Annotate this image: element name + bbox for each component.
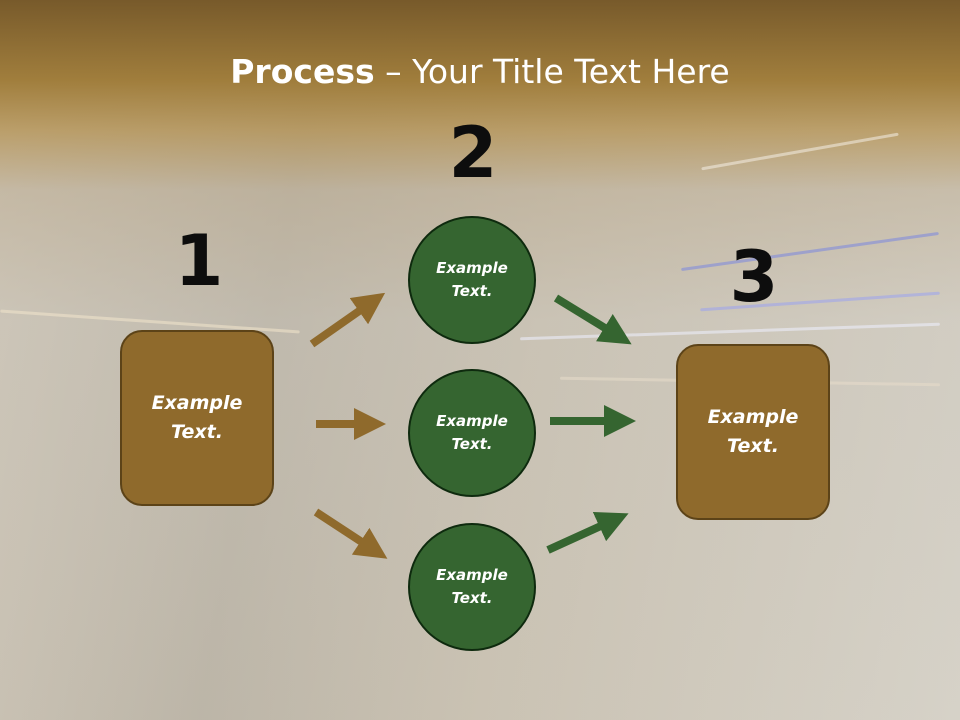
title-rest: – Your Title Text Here [374, 52, 730, 91]
slide-title: Process – Your Title Text Here [0, 52, 960, 91]
step2-circle-middle: Example Text. [408, 369, 536, 497]
step1-box-text: Example Text. [151, 392, 243, 443]
arrow-circle-top-to-box3 [553, 294, 632, 345]
step3-box: Example Text. [676, 344, 830, 520]
arrow-box1-to-circle-bottom [313, 508, 388, 559]
arrow-circle-bottom-to-box3 [546, 512, 629, 554]
step2-circle-top-text: Example Text. [436, 259, 508, 300]
title-bold: Process [230, 52, 375, 91]
step2-circle-top: Example Text. [408, 216, 536, 344]
step3-box-text: Example Text. [707, 406, 799, 457]
step2-circle-bottom: Example Text. [408, 523, 536, 651]
step2-circle-middle-text: Example Text. [436, 412, 508, 453]
step-number-3: 3 [729, 236, 779, 318]
step2-circle-bottom-text: Example Text. [436, 566, 508, 607]
step-number-2: 2 [448, 112, 498, 194]
arrow-box1-to-circle-top [309, 292, 386, 348]
step1-box: Example Text. [120, 330, 274, 506]
step-number-1: 1 [174, 220, 224, 302]
